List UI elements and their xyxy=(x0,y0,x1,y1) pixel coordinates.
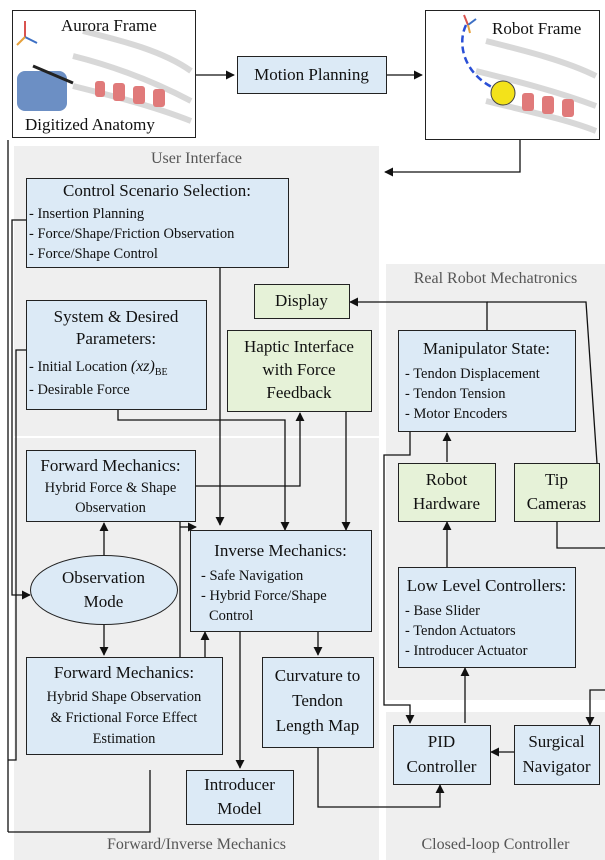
introducer-line-1: Introducer xyxy=(204,775,275,794)
system-params-title-line-1: System & Desired xyxy=(53,307,179,326)
low-level-item-3: - Introducer Actuator xyxy=(405,643,528,659)
robot-hardware-line-2: Hardware xyxy=(412,494,480,513)
aurora-anatomy-illustration xyxy=(16,21,193,124)
robot-anatomy-illustration xyxy=(461,14,598,134)
control-scenario-title: Control Scenario Selection: xyxy=(63,181,251,200)
digitized-anatomy-label: Digitized Anatomy xyxy=(25,115,155,134)
robot-frame-label: Robot Frame xyxy=(492,19,582,38)
robot-hardware-line-1: Robot xyxy=(425,470,468,489)
control-scenario-item-1: - Insertion Planning xyxy=(29,206,145,222)
manipulator-state-title: Manipulator State: xyxy=(422,339,550,358)
surgical-navigator-box: Surgical Navigator xyxy=(514,725,600,785)
system-params-title-line-2: Parameters: xyxy=(75,329,157,348)
curvature-line-3: Length Map xyxy=(275,716,360,735)
fwd-mech-1-line-2: Observation xyxy=(75,500,146,516)
haptic-line-3: Feedback xyxy=(266,383,332,402)
fwd-mech-1-line-1: Hybrid Force & Shape xyxy=(44,480,177,496)
fwd-mech-2-title: Forward Mechanics: xyxy=(53,663,195,682)
fwd-mech-1-title: Forward Mechanics: xyxy=(40,456,181,475)
display-label: Display xyxy=(275,291,328,310)
inverse-mech-item-3: Control xyxy=(209,608,254,624)
initial-location-subscript: BE xyxy=(154,366,168,378)
closed-loop-controller-title: Closed-loop Controller xyxy=(421,836,570,853)
haptic-interface-box: Haptic Interface with Force Feedback xyxy=(227,330,372,412)
initial-location-label: - Initial Location xyxy=(29,359,131,375)
curvature-line-1: Curvature to xyxy=(274,666,361,685)
manipulator-item-3: - Motor Encoders xyxy=(405,406,508,422)
observation-mode-line-2: Mode xyxy=(83,592,124,611)
inverse-mech-title: Inverse Mechanics: xyxy=(214,541,347,560)
robot-frame-panel: Robot Frame xyxy=(425,10,600,140)
aurora-frame-panel: Aurora Frame Digitized Anatomy xyxy=(12,10,196,138)
introducer-model-box: Introducer Model xyxy=(186,770,294,825)
fwd-mech-2-line-3: Estimation xyxy=(92,731,156,747)
surgical-nav-line-1: Surgical xyxy=(528,732,585,751)
manipulator-item-2: - Tendon Tension xyxy=(405,386,506,402)
inverse-mech-item-1: - Safe Navigation xyxy=(201,568,304,584)
low-level-controllers-box: Low Level Controllers: - Base Slider - T… xyxy=(398,567,576,668)
user-interface-title: User Interface xyxy=(150,150,243,167)
desirable-force-item: - Desirable Force xyxy=(29,382,130,398)
control-scenario-item-2: - Force/Shape/Friction Observation xyxy=(29,226,235,242)
motion-planning-label: Motion Planning xyxy=(254,65,369,84)
haptic-line-2: with Force xyxy=(262,360,336,379)
observation-mode-line-1: Observation xyxy=(61,568,146,587)
low-level-item-2: - Tendon Actuators xyxy=(405,623,516,639)
initial-location-math: (xz) xyxy=(130,358,155,375)
curvature-line-2: Tendon xyxy=(292,691,343,710)
control-scenario-item-3: - Force/Shape Control xyxy=(29,246,158,262)
haptic-line-1: Haptic Interface xyxy=(244,337,354,356)
observation-mode-oval: Observation Mode xyxy=(30,555,178,625)
control-scenario-selection-box: Control Scenario Selection: - Insertion … xyxy=(26,178,289,268)
tip-cameras-line-1: Tip xyxy=(544,470,568,489)
tip-cameras-box: Tip Cameras xyxy=(514,463,600,522)
low-level-item-1: - Base Slider xyxy=(405,603,480,619)
display-box: Display xyxy=(254,284,350,319)
curvature-tendon-length-map-box: Curvature to Tendon Length Map xyxy=(262,657,374,748)
manipulator-item-1: - Tendon Displacement xyxy=(405,366,540,382)
pid-line-1: PID xyxy=(427,732,456,751)
tip-cameras-line-2: Cameras xyxy=(526,494,587,513)
low-level-title: Low Level Controllers: xyxy=(406,576,567,595)
system-desired-parameters-box: System & Desired Parameters: - Initial L… xyxy=(26,300,207,410)
forward-inverse-mechanics-title: Forward/Inverse Mechanics xyxy=(106,836,287,853)
fwd-mech-2-line-1: Hybrid Shape Observation xyxy=(46,689,202,705)
robot-hardware-box: Robot Hardware xyxy=(398,463,496,522)
fwd-mech-2-line-2: & Frictional Force Effect xyxy=(50,710,198,726)
real-robot-mechatronics-title: Real Robot Mechatronics xyxy=(413,270,578,287)
inverse-mech-item-2: - Hybrid Force/Shape xyxy=(201,588,327,604)
introducer-line-2: Model xyxy=(217,799,262,818)
pid-line-2: Controller xyxy=(406,757,477,776)
pid-controller-box: PID Controller xyxy=(393,725,491,785)
forward-mechanics-shape-friction-box: Forward Mechanics: Hybrid Shape Observat… xyxy=(26,657,223,755)
surgical-nav-line-2: Navigator xyxy=(522,757,591,776)
motion-planning-box: Motion Planning xyxy=(237,56,387,94)
initial-location-item: - Initial Location (xz)BE xyxy=(29,358,168,378)
aurora-frame-label: Aurora Frame xyxy=(61,16,157,35)
forward-mechanics-force-shape-box: Forward Mechanics: Hybrid Force & Shape … xyxy=(26,450,196,522)
inverse-mechanics-box: Inverse Mechanics: - Safe Navigation - H… xyxy=(190,530,372,632)
manipulator-state-box: Manipulator State: - Tendon Displacement… xyxy=(398,330,576,432)
